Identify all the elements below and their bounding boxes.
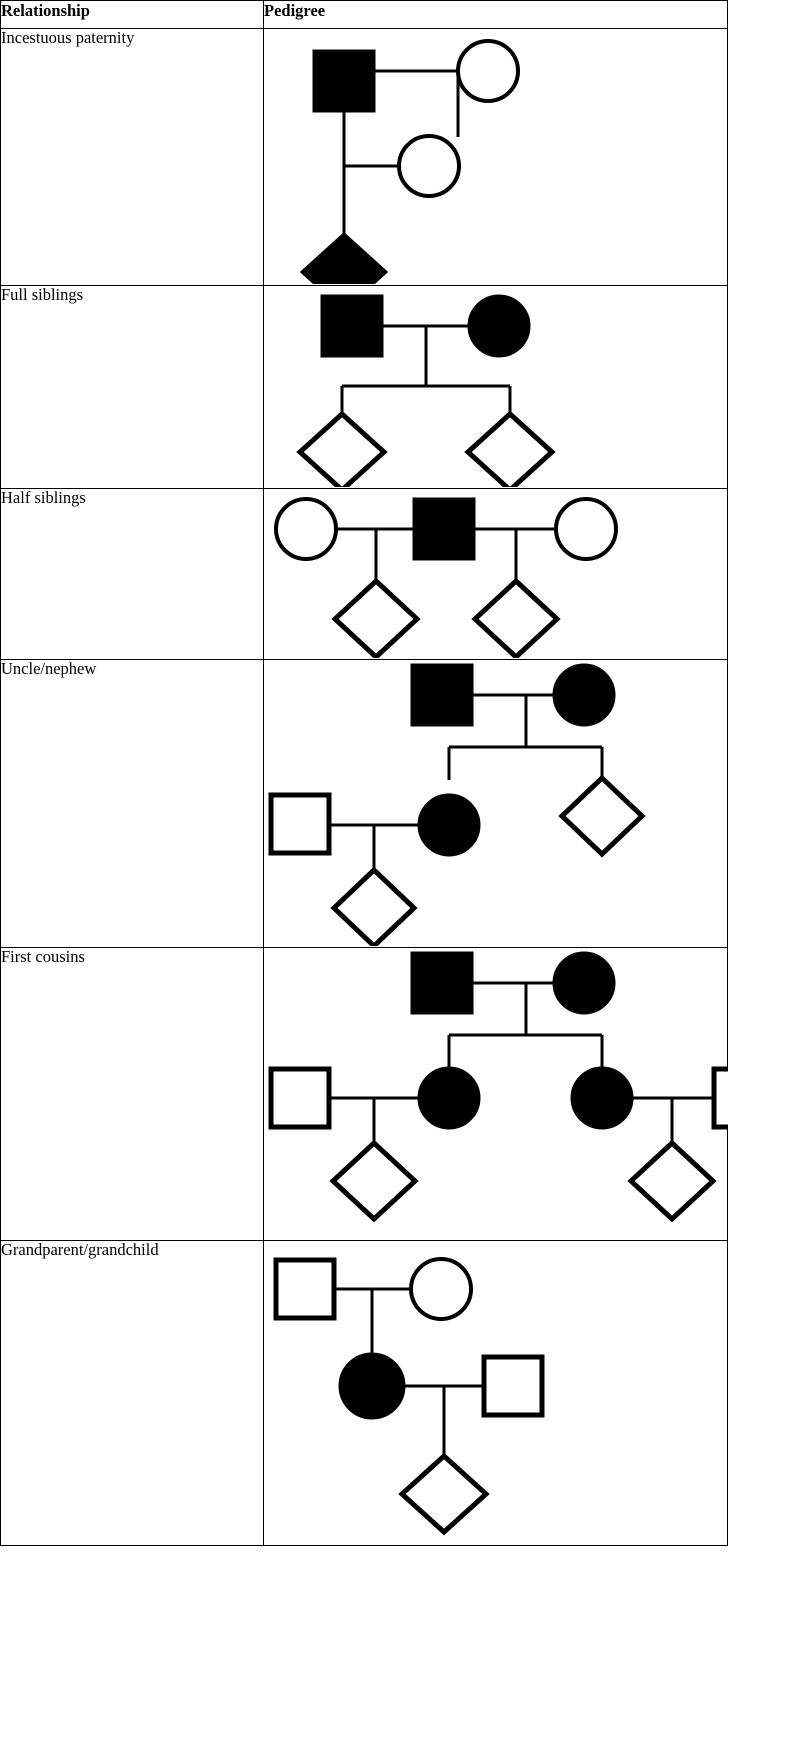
grandmother-circle-filled <box>552 663 616 727</box>
pedigree-cell-first-cousins <box>263 947 728 1241</box>
daughter-left-circle-filled <box>417 1066 481 1130</box>
grandchild-diamond-open <box>398 1452 490 1536</box>
uncle-diamond-open <box>558 774 646 858</box>
column-header-relationship: Relationship <box>0 0 264 29</box>
daughter-right-circle-filled <box>570 1066 634 1130</box>
nephew-diamond-open <box>330 866 418 946</box>
table-row: Uncle/nephew <box>0 659 728 948</box>
halfsib1-diamond-open <box>331 577 421 658</box>
grandfather-square-open <box>273 1257 337 1321</box>
pedigree-diagram-grandparent-grandchild <box>264 1241 727 1544</box>
relationship-label-first-cousins: First cousins <box>0 947 264 1241</box>
mother-circle-filled <box>467 294 531 358</box>
relationship-label-full-siblings: Full siblings <box>0 285 264 489</box>
pedigree-cell-full-siblings <box>263 285 728 489</box>
father-in-law-square-open <box>268 792 332 856</box>
daughter-circle-open <box>397 134 461 198</box>
halfsib2-diamond-open <box>471 577 561 658</box>
relationship-label-grandparent-grandchild: Grandparent/grandchild <box>0 1240 264 1546</box>
table-header-row: Relationship Pedigree <box>0 0 728 29</box>
sibling2-diamond-open <box>464 410 556 487</box>
father-square-filled <box>312 49 376 113</box>
table-row: First cousins <box>0 947 728 1241</box>
mother-circle-filled <box>338 1352 406 1420</box>
table-row: Half siblings <box>0 488 728 660</box>
grandfather-square-filled <box>410 951 474 1015</box>
relationship-pedigree-table: Relationship Pedigree Incestuous paterni… <box>0 0 728 1546</box>
pedigree-cell-uncle-nephew <box>263 659 728 948</box>
mother2-circle-open <box>554 497 618 561</box>
cousin-right-diamond-open <box>627 1139 717 1223</box>
pedigree-cell-grandparent-grandchild <box>263 1240 728 1546</box>
shared-father-square-filled <box>412 497 476 561</box>
pedigree-diagram-first-cousins <box>264 948 728 1239</box>
child-diamond-filled <box>299 231 389 284</box>
pedigree-cell-half-siblings <box>263 488 728 660</box>
father-square-open <box>481 1354 545 1418</box>
pedigree-diagram-uncle-nephew <box>264 660 727 946</box>
pedigree-diagram-half-siblings <box>264 489 727 658</box>
relationship-label-uncle-nephew: Uncle/nephew <box>0 659 264 948</box>
table-row: Grandparent/grandchild <box>0 1240 728 1546</box>
spouse-right-square-open <box>711 1066 728 1130</box>
column-header-pedigree: Pedigree <box>263 0 728 29</box>
grandmother-circle-filled <box>552 951 616 1015</box>
table-row: Full siblings <box>0 285 728 489</box>
cousin-left-diamond-open <box>329 1139 419 1223</box>
relationship-label-incestuous-paternity: Incestuous paternity <box>0 28 264 286</box>
father-square-filled <box>320 294 384 358</box>
mother-circle-open <box>456 39 520 103</box>
mother1-circle-open <box>274 497 338 561</box>
pedigree-diagram-incestuous-paternity <box>264 29 727 284</box>
table-row: Incestuous paternity <box>0 28 728 286</box>
pedigree-diagram-full-siblings <box>264 286 727 487</box>
grandmother-circle-open <box>409 1257 473 1321</box>
daughter-circle-filled <box>417 793 481 857</box>
pedigree-cell-incestuous-paternity <box>263 28 728 286</box>
relationship-label-half-siblings: Half siblings <box>0 488 264 660</box>
grandfather-square-filled <box>410 663 474 727</box>
sibling1-diamond-open <box>296 410 388 487</box>
spouse-left-square-open <box>268 1066 332 1130</box>
